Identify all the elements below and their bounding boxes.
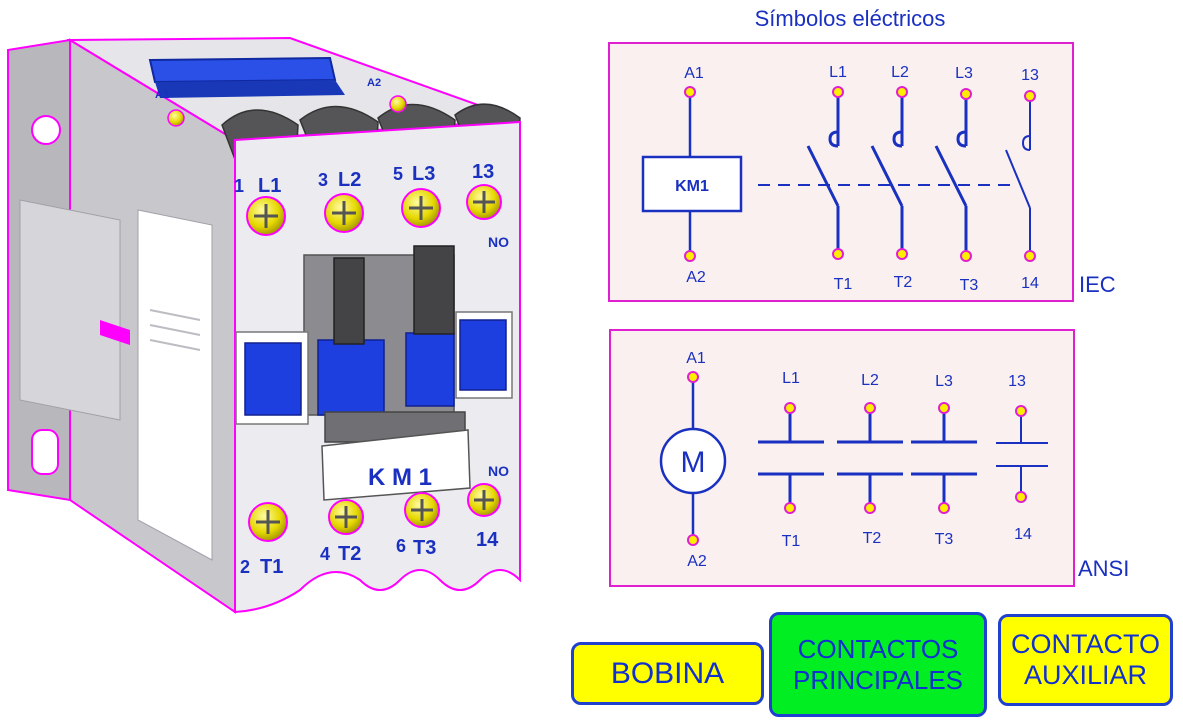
contactor-illustration: A1 A2 1 L1 3 L2 5 L3 13 NO — [7, 36, 521, 614]
iec-a2: A2 — [686, 269, 706, 286]
label-13: 13 — [472, 161, 494, 183]
label-l3: L3 — [412, 163, 435, 185]
ansi-t1: T1 — [782, 533, 801, 550]
plunger-2 — [413, 245, 455, 335]
page-title: Símbolos eléctricos — [754, 6, 946, 31]
ansi-t3: T3 — [935, 531, 954, 548]
ansi-motor-circle — [659, 427, 727, 495]
label-t1: T1 — [260, 556, 283, 578]
ansi-tag: ANSI — [1078, 556, 1130, 581]
label-l2: L2 — [338, 169, 361, 191]
name-plate — [321, 429, 471, 501]
label-t3: T3 — [413, 537, 436, 559]
principales-line-2: PRINCIPALES — [792, 664, 963, 695]
principales-line-1: CONTACTOS — [797, 633, 959, 664]
mount-hole-top — [31, 115, 61, 145]
auxiliar-line-2: AUXILIAR — [1023, 660, 1148, 690]
iec-tag: IEC — [1079, 272, 1116, 297]
name-plate-text: K M 1 — [368, 464, 432, 491]
ansi-l2: L2 — [861, 372, 879, 389]
side-latch — [100, 320, 130, 345]
iec-13: 13 — [1021, 67, 1039, 84]
iec-t2: T2 — [894, 274, 913, 291]
window-3 — [405, 332, 455, 407]
auxiliar-line-1: CONTACTO — [1010, 629, 1160, 659]
iec-t3: T3 — [960, 277, 979, 294]
contactos-principales-button[interactable]: CONTACTOS PRINCIPALES — [769, 612, 987, 717]
label-2: 2 — [240, 557, 250, 577]
contacto-auxiliar-button[interactable]: CONTACTO AUXILIAR — [998, 614, 1173, 706]
ansi-panel: M A1 A2 — [609, 329, 1075, 587]
label-t2: T2 — [338, 543, 361, 565]
iec-coil-label: KM1 — [675, 178, 709, 195]
bobina-button-label: BOBINA — [610, 656, 725, 690]
label-4: 4 — [320, 544, 330, 564]
coil-screw-a1 — [167, 109, 185, 127]
plunger-1 — [333, 257, 365, 345]
ansi-motor-label: M — [681, 446, 706, 479]
top-front-screws — [246, 184, 502, 236]
ansi-l1: L1 — [782, 370, 800, 387]
window-2 — [317, 339, 385, 416]
mount-hole-bottom — [31, 429, 59, 475]
ansi-l3: L3 — [935, 373, 953, 390]
iec-l1: L1 — [829, 64, 847, 81]
ansi-a1: A1 — [686, 350, 706, 367]
iec-a1: A1 — [684, 65, 704, 82]
label-1: 1 — [234, 176, 244, 196]
label-no-top: NO — [488, 234, 509, 250]
label-no-bottom: NO — [488, 463, 509, 479]
ansi-a2: A2 — [687, 553, 707, 570]
label-6: 6 — [396, 536, 406, 556]
label-5: 5 — [393, 164, 403, 184]
iec-t1: T1 — [834, 276, 853, 293]
ansi-13: 13 — [1008, 373, 1026, 390]
ansi-14: 14 — [1014, 526, 1032, 543]
ansi-t2: T2 — [863, 530, 882, 547]
label-3: 3 — [318, 170, 328, 190]
bobina-button[interactable]: BOBINA — [571, 642, 764, 705]
coil-label-a2: A2 — [367, 77, 381, 89]
iec-panel: KM1 A1 A2 — [608, 42, 1074, 302]
window-1 — [244, 342, 302, 416]
window-4 — [459, 319, 507, 391]
iec-l2: L2 — [891, 64, 909, 81]
coil-label-a1: A1 — [155, 89, 169, 101]
label-l1: L1 — [258, 175, 281, 197]
bottom-front-screws — [248, 483, 501, 542]
iec-l3: L3 — [955, 65, 973, 82]
side-label-window — [137, 209, 213, 561]
iec-14: 14 — [1021, 275, 1039, 292]
iec-coil-box — [641, 155, 743, 213]
top-blue-cover — [148, 56, 337, 84]
coil-screw-a2 — [389, 95, 407, 113]
label-14: 14 — [476, 529, 499, 551]
